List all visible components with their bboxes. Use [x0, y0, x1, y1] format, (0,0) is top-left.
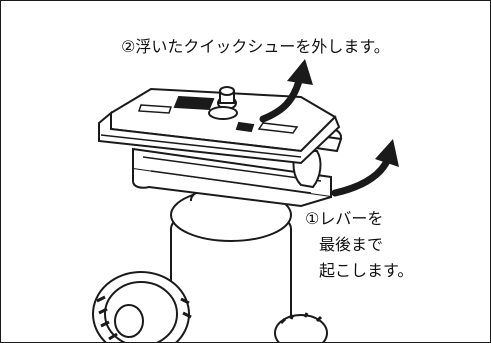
instruction-step1-line1: ①レバーを — [305, 209, 384, 228]
instruction-step1-line3: 起こします。 — [319, 261, 414, 280]
left-knob — [92, 271, 192, 342]
right-knob — [274, 312, 328, 342]
curved-arrow-lever-icon — [331, 139, 399, 197]
instruction-step2: ②浮いたクイックシューを外します。 — [121, 37, 390, 56]
instruction-step1-line2: 最後まで — [319, 235, 384, 254]
curved-arrow-up-icon — [259, 59, 313, 123]
clamp-base — [132, 147, 332, 208]
quick-shoe-plate — [98, 86, 341, 165]
